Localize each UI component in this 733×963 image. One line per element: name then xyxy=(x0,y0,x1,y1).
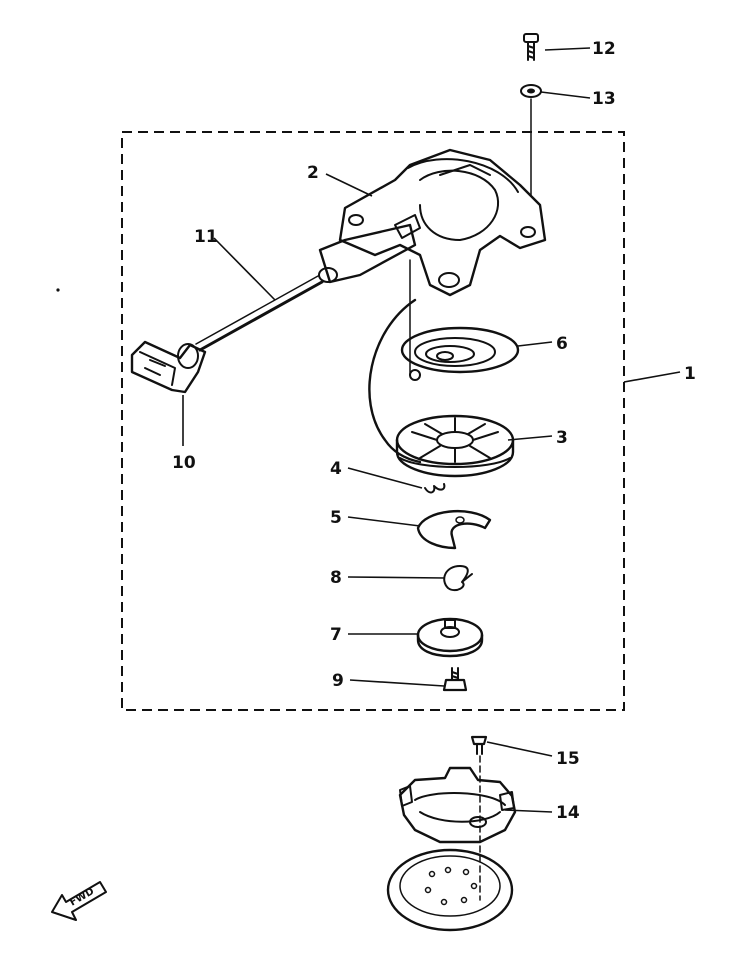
part-label-10: 10 xyxy=(172,453,196,473)
part-label-6: 6 xyxy=(556,334,568,354)
leader-lines xyxy=(182,47,681,813)
part-label-15: 15 xyxy=(556,749,580,769)
part-label-3: 3 xyxy=(556,428,568,448)
clip-8 xyxy=(443,565,473,592)
drum-3 xyxy=(395,414,515,478)
part-label-7: 7 xyxy=(330,625,342,645)
rope-11 xyxy=(195,259,422,464)
assembly-boundary xyxy=(121,131,625,711)
part-labels: 12 13 2 11 10 6 3 1 4 5 8 7 9 15 14 xyxy=(172,39,696,823)
washer-13 xyxy=(520,84,542,98)
part-label-12: 12 xyxy=(592,39,616,59)
part-label-1: 1 xyxy=(684,364,696,384)
part-label-5: 5 xyxy=(330,508,342,528)
pawl-5 xyxy=(416,509,492,550)
screw-15 xyxy=(470,735,488,755)
part-label-4: 4 xyxy=(330,459,342,479)
starter-housing-2 xyxy=(318,148,547,297)
starter-pulley-14 xyxy=(398,766,517,844)
fwd-arrow-icon: FWD xyxy=(51,881,107,921)
recoil-spring-6 xyxy=(400,326,520,381)
part-label-9: 9 xyxy=(332,671,344,691)
starter-handle-10 xyxy=(130,340,207,394)
stray-dot xyxy=(56,288,60,292)
part-label-14: 14 xyxy=(556,803,580,823)
pawl-spring-4 xyxy=(424,483,446,494)
part-label-2: 2 xyxy=(307,163,319,183)
plate-7 xyxy=(416,617,484,658)
screw-9 xyxy=(442,667,468,692)
part-label-8: 8 xyxy=(330,568,342,588)
bolt-12 xyxy=(523,33,539,61)
part-label-13: 13 xyxy=(592,89,616,109)
flywheel-disc xyxy=(386,848,514,932)
part-label-11: 11 xyxy=(194,227,218,247)
